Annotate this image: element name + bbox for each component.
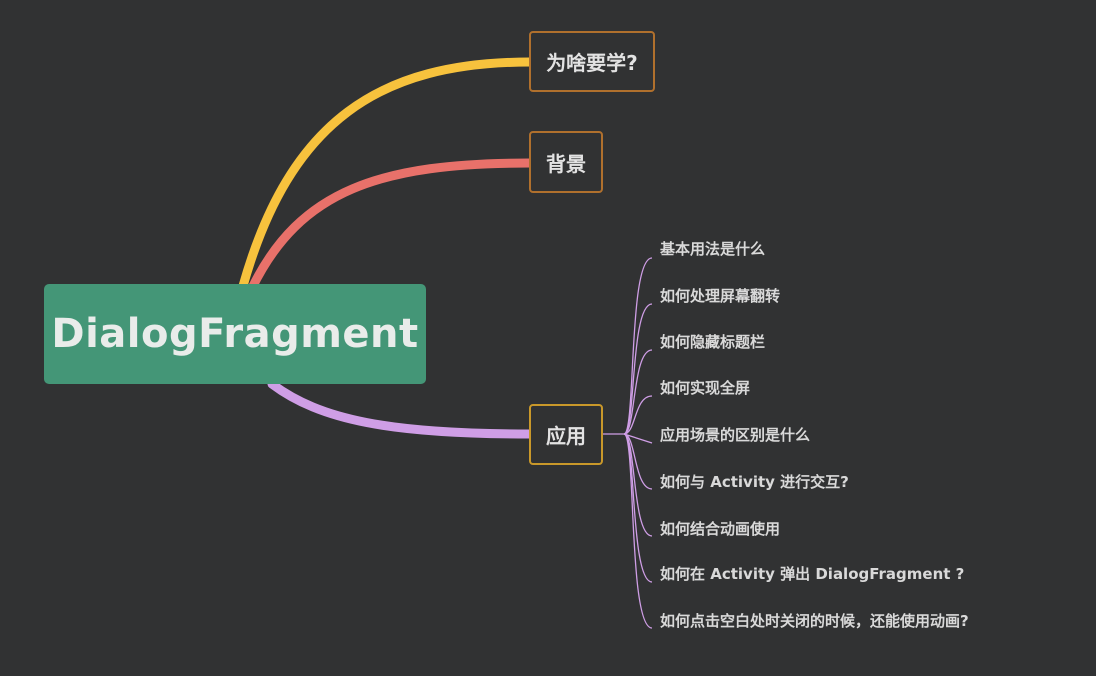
leaf-connector-0 [602,257,653,435]
leaf-activity-interaction[interactable]: 如何与 Activity 进行交互? [660,472,849,492]
leaf-label: 应用场景的区别是什么 [660,426,811,444]
leaf-connector-5 [623,433,653,490]
leaf-connector-3 [623,395,653,435]
connector-why-learn [238,57,535,291]
leaf-fullscreen[interactable]: 如何实现全屏 [660,378,750,398]
leaf-label: 如何隐藏标题栏 [660,333,766,351]
leaf-connector-8 [623,433,653,629]
branch-node-why-learn[interactable]: 为啥要学? [529,31,655,92]
leaf-connector-2 [623,349,653,435]
leaf-connectors [602,257,653,629]
connector-background [247,158,535,293]
leaf-label: 如何结合动画使用 [660,520,781,538]
leaf-label: 基本用法是什么 [660,240,766,258]
root-node[interactable]: DialogFragment [44,284,426,384]
branch-label-background: 背景 [546,151,586,176]
leaf-show-in-activity[interactable]: 如何在 Activity 弹出 DialogFragment ? [660,564,964,584]
leaf-dismiss-with-animation[interactable]: 如何点击空白处时关闭的时候，还能使用动画? [660,611,969,631]
connector-application [267,379,535,439]
leaf-label: 如何在 Activity 弹出 DialogFragment ? [660,565,965,583]
leaf-label: 如何实现全屏 [660,379,751,397]
leaf-hide-title-bar[interactable]: 如何隐藏标题栏 [660,332,765,352]
branch-node-application[interactable]: 应用 [529,404,603,465]
leaf-label: 如何处理屏幕翻转 [660,287,781,305]
branch-label-why-learn: 为啥要学? [546,51,638,75]
leaf-connector-1 [623,303,653,435]
leaf-label: 如何点击空白处时关闭的时候，还能使用动画? [660,612,969,630]
leaf-label: 如何与 Activity 进行交互? [660,473,849,491]
branch-label-application: 应用 [546,424,586,448]
leaf-basic-usage[interactable]: 基本用法是什么 [660,239,765,259]
root-label: DialogFragment [51,311,419,357]
branch-node-background[interactable]: 背景 [529,131,603,193]
leaf-animation-usage[interactable]: 如何结合动画使用 [660,519,780,539]
leaf-screen-rotation[interactable]: 如何处理屏幕翻转 [660,286,780,306]
leaf-connector-4 [623,433,653,444]
leaf-scenario-difference[interactable]: 应用场景的区别是什么 [660,425,810,445]
